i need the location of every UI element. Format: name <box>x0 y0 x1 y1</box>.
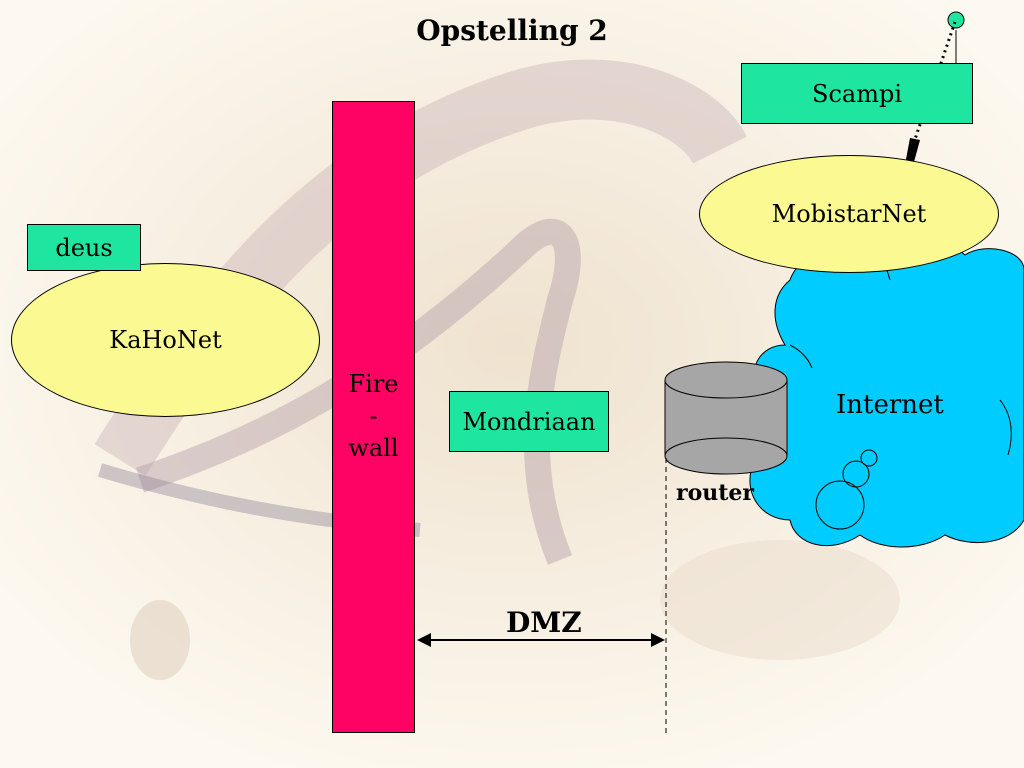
kahonet-network: KaHoNet <box>11 263 320 417</box>
firewall-label-line: - <box>369 402 378 430</box>
internet-label: Internet <box>836 390 944 420</box>
firewall-label-line: wall <box>348 434 399 462</box>
firewall <box>332 101 415 733</box>
router-label: router <box>676 480 755 506</box>
mondriaan-host: Mondriaan <box>449 391 609 452</box>
deus-host: deus <box>27 224 141 271</box>
firewall-label-line: Fire <box>348 370 399 398</box>
router-icon <box>664 361 788 475</box>
antenna-icon <box>947 11 965 29</box>
mobistarnet-network: MobistarNet <box>699 155 999 273</box>
dmz-label: DMZ <box>506 606 582 639</box>
scampi-host: Scampi <box>741 63 973 124</box>
firewall-label: Fire - wall <box>332 368 415 464</box>
page-title: Opstelling 2 <box>416 14 608 47</box>
